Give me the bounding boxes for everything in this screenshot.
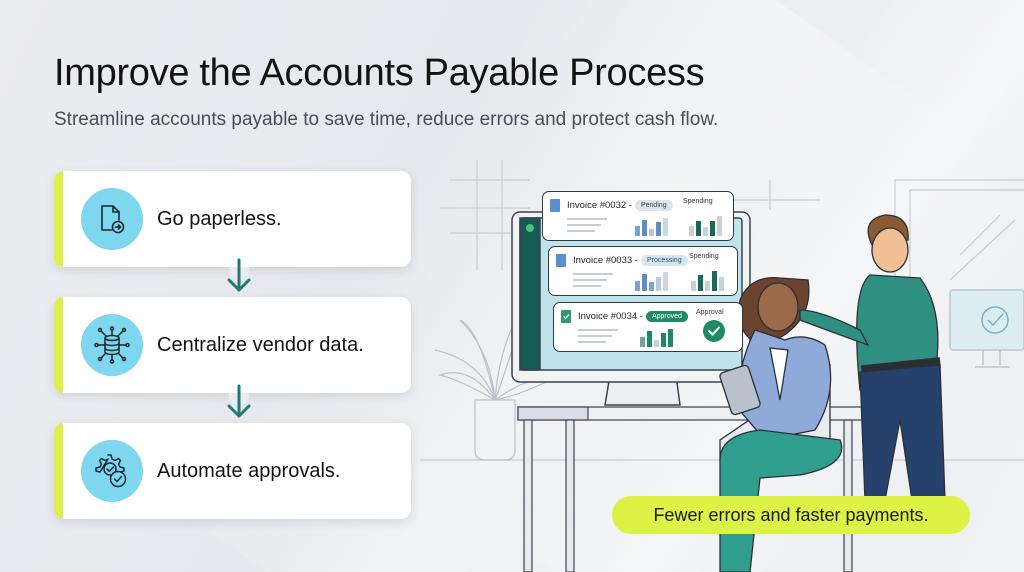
step-accent-bar — [54, 423, 63, 519]
approved-document-icon — [561, 310, 571, 323]
chart-label: Spending — [689, 253, 719, 260]
step-icon-badge — [81, 440, 143, 502]
database-network-icon — [94, 326, 130, 364]
step-label: Centralize vendor data. — [157, 333, 364, 356]
page-title: Improve the Accounts Payable Process — [54, 52, 705, 94]
step-label: Go paperless. — [157, 207, 282, 230]
check-circle-icon — [703, 320, 725, 342]
mini-bar-chart — [573, 271, 724, 291]
invoice-title: Invoice #0032 - — [567, 200, 632, 211]
chart-label: Spending — [683, 198, 713, 205]
step-label: Automate approvals. — [157, 459, 341, 482]
status-badge: Processing — [640, 255, 688, 266]
chart-label: Approval — [696, 309, 724, 316]
invoice-card-0032: Invoice #0032 -Pending Spending — [542, 191, 734, 241]
mini-bar-chart — [578, 329, 673, 347]
invoice-card-0033: Invoice #0033 -Processing Spending — [548, 246, 738, 296]
invoice-title: Invoice #0033 - — [573, 255, 638, 266]
benefit-callout: Fewer errors and faster payments. — [612, 496, 970, 534]
mini-bar-chart — [567, 216, 722, 236]
page-subtitle: Streamline accounts payable to save time… — [54, 109, 719, 130]
document-icon — [556, 254, 566, 267]
document-arrow-icon — [101, 205, 125, 234]
step-card-centralize-vendor-data: Centralize vendor data. — [54, 297, 411, 393]
invoice-title: Invoice #0034 - — [578, 311, 643, 322]
step-card-automate-approvals: Automate approvals. — [54, 423, 411, 519]
status-badge: Pending — [634, 200, 673, 211]
arrow-down-icon — [227, 384, 251, 418]
arrow-down-icon — [227, 258, 251, 292]
gear-check-icon — [95, 454, 127, 488]
invoice-card-0034: Invoice #0034 -Approved Approval — [553, 302, 743, 352]
document-icon — [550, 199, 560, 212]
step-accent-bar — [54, 297, 63, 393]
step-card-go-paperless: Go paperless. — [54, 171, 411, 267]
step-icon-badge — [81, 188, 143, 250]
step-icon-badge — [81, 314, 143, 376]
status-badge: Approved — [645, 311, 688, 322]
step-accent-bar — [54, 171, 63, 267]
